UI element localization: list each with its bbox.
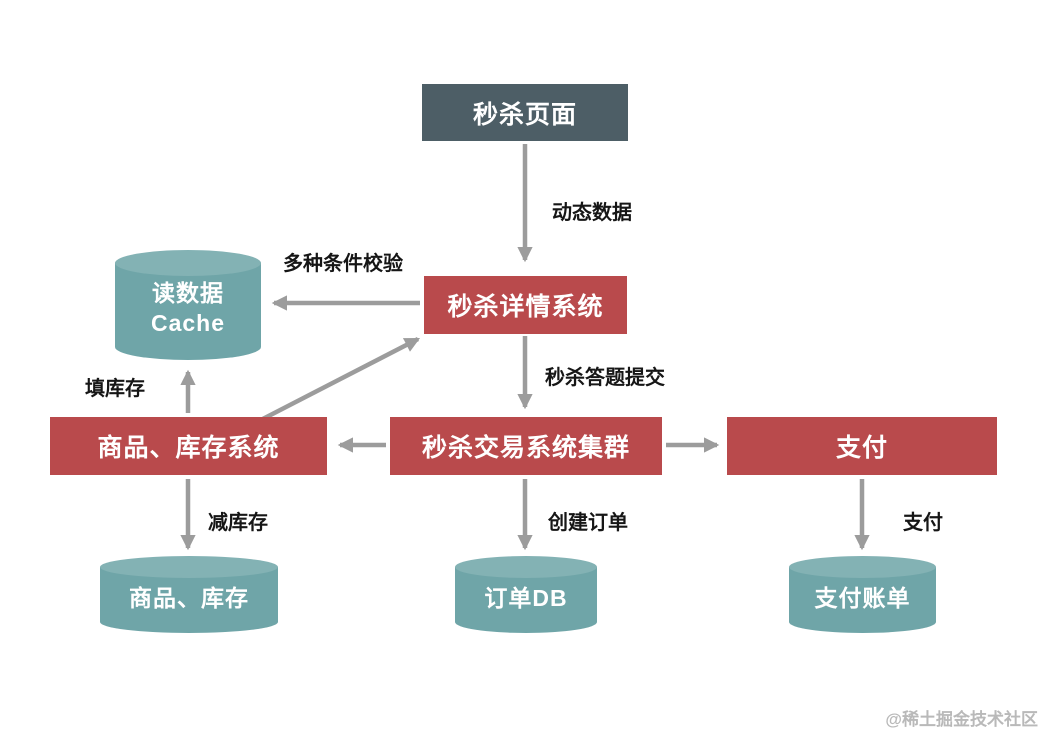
node-inventory-system-label: 商品、库存系统 — [97, 434, 280, 462]
edge-label-answer-submit: 秒杀答题提交 — [545, 367, 665, 389]
edge-label-fill-inventory: 填库存 — [85, 378, 145, 400]
node-read-cache-line2: Cache — [150, 310, 226, 336]
watermark: @稀土掘金技术社区 — [885, 710, 1038, 729]
node-payment-db-label: 支付账单 — [814, 584, 911, 611]
cylinder-body — [100, 567, 278, 633]
edge-label-validation: 多种条件校验 — [283, 253, 403, 275]
edge-label-pay: 支付 — [903, 512, 943, 534]
node-detail-system: 秒杀详情系统 — [424, 276, 627, 334]
node-inventory-db: 商品、库存 — [100, 556, 278, 633]
cylinder-body — [455, 567, 597, 633]
cylinder-top — [115, 250, 261, 276]
node-payment-label: 支付 — [835, 434, 888, 462]
edge-label-dynamic-data: 动态数据 — [552, 202, 632, 224]
arrow-inventory-to-detail — [251, 336, 421, 427]
node-order-db-label: 订单DB — [484, 584, 568, 611]
node-order-db: 订单DB — [455, 556, 597, 633]
cylinder-top — [100, 556, 278, 578]
node-trade-cluster: 秒杀交易系统集群 — [390, 417, 662, 475]
cylinder-body — [115, 263, 261, 360]
edge-label-reduce-inventory: 减库存 — [208, 512, 268, 534]
cylinder-body — [789, 567, 936, 633]
node-payment-db: 支付账单 — [789, 556, 936, 633]
node-trade-cluster-label: 秒杀交易系统集群 — [421, 434, 630, 462]
edge-label-create-order: 创建订单 — [548, 512, 628, 534]
node-inventory-system: 商品、库存系统 — [50, 417, 327, 475]
node-payment: 支付 — [727, 417, 997, 475]
node-read-cache-line1: 读数据 — [152, 280, 224, 307]
node-read-cache: 读数据 Cache — [115, 250, 261, 360]
cylinder-top — [455, 556, 597, 578]
node-seckill-page-label: 秒杀页面 — [472, 100, 577, 129]
node-inventory-db-label: 商品、库存 — [129, 584, 249, 611]
node-detail-system-label: 秒杀详情系统 — [447, 293, 604, 321]
node-seckill-page: 秒杀页面 — [422, 84, 628, 141]
cylinder-top — [789, 556, 936, 578]
